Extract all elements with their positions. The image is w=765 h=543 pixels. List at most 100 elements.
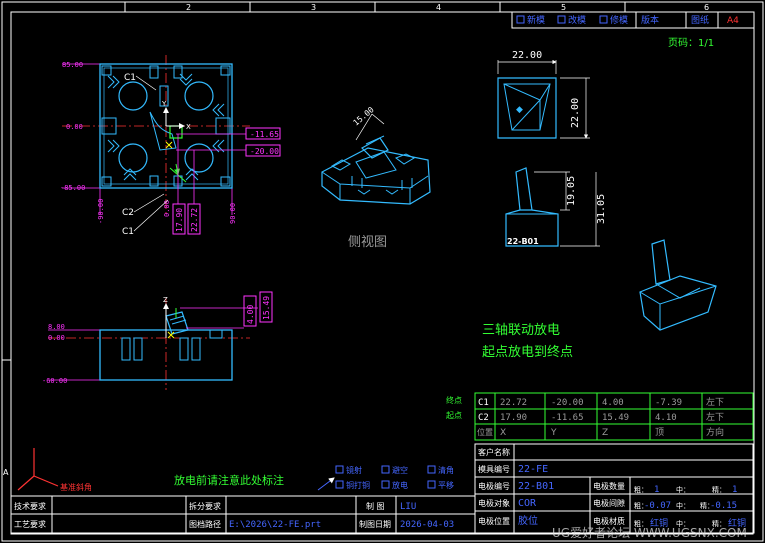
side-y-top: 8.00: [48, 323, 65, 331]
plan-x-right: 90.00: [229, 203, 237, 224]
header-pos: 位置: [477, 427, 493, 437]
side-y-mid: 0.00: [48, 334, 65, 342]
copper-label: 铜打铜: [346, 480, 370, 490]
col-number-3: 3: [311, 3, 316, 12]
date-label: 制图日期: [359, 519, 391, 529]
clean-corner-label: 清角: [438, 465, 454, 475]
repair-mold-label: 修模: [610, 14, 628, 26]
mat-fine-label: 精：: [712, 519, 726, 528]
mirror-label: 镜射: [346, 465, 362, 475]
qty-mid-label: 中：: [676, 485, 690, 494]
plan-view: 85.00 0.00 -85.00 -90.00 0.00 90.00: [60, 55, 281, 237]
target-value: COR: [518, 498, 537, 509]
sheet-label: 图纸: [691, 14, 709, 26]
gap-mid-label: 中：: [676, 501, 690, 510]
discharge-checkbox[interactable]: [381, 480, 390, 489]
electrode-top-tag: ◆: [516, 105, 523, 115]
option-checkboxes: 镜射 避空 清角 铜打铜 放电 平移: [335, 465, 454, 490]
discharge-label: 放电: [392, 480, 408, 490]
path-label: 图档路径: [189, 519, 221, 529]
warning-arrow-icon: [317, 477, 335, 491]
header-y: Y: [550, 428, 557, 438]
customer-label: 客户名称: [478, 447, 510, 457]
electrode-label: 电极编号: [478, 481, 510, 491]
row1-z: 4.00: [602, 398, 624, 408]
plan-c2-label: C2: [122, 208, 134, 218]
new-mold-label: 新模: [527, 14, 545, 26]
clean-corner-checkbox[interactable]: [427, 465, 436, 474]
mirror-checkbox[interactable]: [335, 465, 344, 474]
row1-y: -20.00: [551, 398, 584, 408]
iso-angle-label: 15.00: [352, 105, 376, 127]
plan-x-axis: X: [186, 123, 191, 131]
col-number-2: 2: [186, 3, 191, 12]
electrode-top-view: 22.00 ◆ 22.00: [497, 50, 590, 139]
header-dir: 方向: [706, 426, 724, 438]
info-table: 客户名称 模具编号 22-FE 电极编号 22-B01 电极对象 COR 电极位…: [474, 443, 754, 535]
sheet-size: A4: [727, 16, 739, 26]
dismantle-label: 拆分要求: [189, 501, 221, 511]
row2-z: 15.49: [602, 413, 629, 423]
mold-label: 模具编号: [478, 464, 510, 474]
iso-view: 15.00 侧视图: [321, 105, 431, 250]
top-bar: 新模 改模 修模 版本 图纸 A4: [511, 11, 755, 29]
side-view: 8.00 0.00 -60.00 4.00 15.49 Z: [42, 291, 273, 390]
warning-note: 放电前请注意此处标注: [174, 473, 284, 487]
new-mold-checkbox[interactable]: [516, 15, 525, 24]
gap-rough-label: 粗：: [634, 501, 648, 510]
side-c1-z: 4.00: [246, 305, 255, 324]
qty-fine-label: 精：: [712, 485, 726, 494]
gap-fine-label: 精：: [700, 501, 714, 510]
copper-checkbox[interactable]: [335, 480, 344, 489]
note-line-2: 起点放电到终点: [482, 344, 573, 360]
electrode-iso-view: [639, 239, 717, 331]
row2-y: -11.65: [551, 413, 584, 423]
target-label: 电极对象: [478, 498, 510, 508]
row1-top: -7.39: [655, 398, 682, 408]
side-z-axis: Z: [163, 296, 168, 304]
gap-label: 电极间隙: [593, 498, 625, 508]
electrode-tag: 22-B01: [507, 237, 539, 246]
date-value: 2026-04-03: [400, 520, 454, 530]
plan-c2-y: -20.00: [250, 147, 279, 156]
row-letter-a: A: [3, 468, 9, 477]
row1-pos: C1: [478, 398, 489, 408]
tech-req-label: 技术要求: [14, 501, 46, 511]
plan-y-bottom: -85.00: [60, 184, 85, 192]
material-label: 电极材质: [593, 516, 625, 526]
translate-label: 平移: [438, 480, 454, 490]
plan-c1-x: 17.90: [175, 208, 184, 232]
drawn-value: LIU: [400, 502, 416, 512]
row2-x: 17.90: [500, 413, 527, 423]
modify-mold-checkbox[interactable]: [557, 15, 566, 24]
mold-value: 22-FE: [518, 464, 548, 475]
qty-label: 电极数量: [593, 481, 625, 491]
plan-c1-y: -11.65: [250, 130, 279, 139]
modify-mold-label: 改模: [568, 14, 586, 26]
position-label: 电极位置: [478, 516, 510, 526]
electrode-value: 22-B01: [518, 481, 554, 492]
header-z: Z: [602, 428, 608, 438]
electrode-total-height: 31.05: [596, 194, 607, 224]
qty-rough-label: 粗：: [634, 485, 648, 494]
side-y-bottom: -60.00: [42, 377, 67, 385]
repair-mold-checkbox[interactable]: [599, 15, 608, 24]
start-point-label: 起点: [446, 411, 462, 420]
base-mark: 基准斜角: [17, 448, 92, 492]
electrode-height: 22.00: [570, 98, 581, 128]
row1-dir: 左下: [706, 396, 724, 408]
plan-c1-label: C1: [122, 227, 134, 237]
base-mark-label: 基准斜角: [60, 482, 92, 492]
proc-req-label: 工艺要求: [14, 519, 46, 529]
col-number-4: 4: [436, 3, 441, 12]
watermark: UG爱好者论坛 WWW.UGSNX.COM: [552, 526, 747, 540]
plan-x-mid: 0.00: [163, 200, 171, 217]
translate-checkbox[interactable]: [427, 480, 436, 489]
clearance-checkbox[interactable]: [381, 465, 390, 474]
plan-x-left: -90.00: [97, 199, 105, 224]
electrode-front-view: 22-B01 19.05 31.05: [505, 167, 607, 247]
row2-top: 4.10: [655, 413, 677, 423]
header-x: X: [500, 428, 506, 438]
plan-c2-x: 22.72: [190, 208, 199, 232]
gap-rough-value: -0.07: [644, 501, 671, 511]
